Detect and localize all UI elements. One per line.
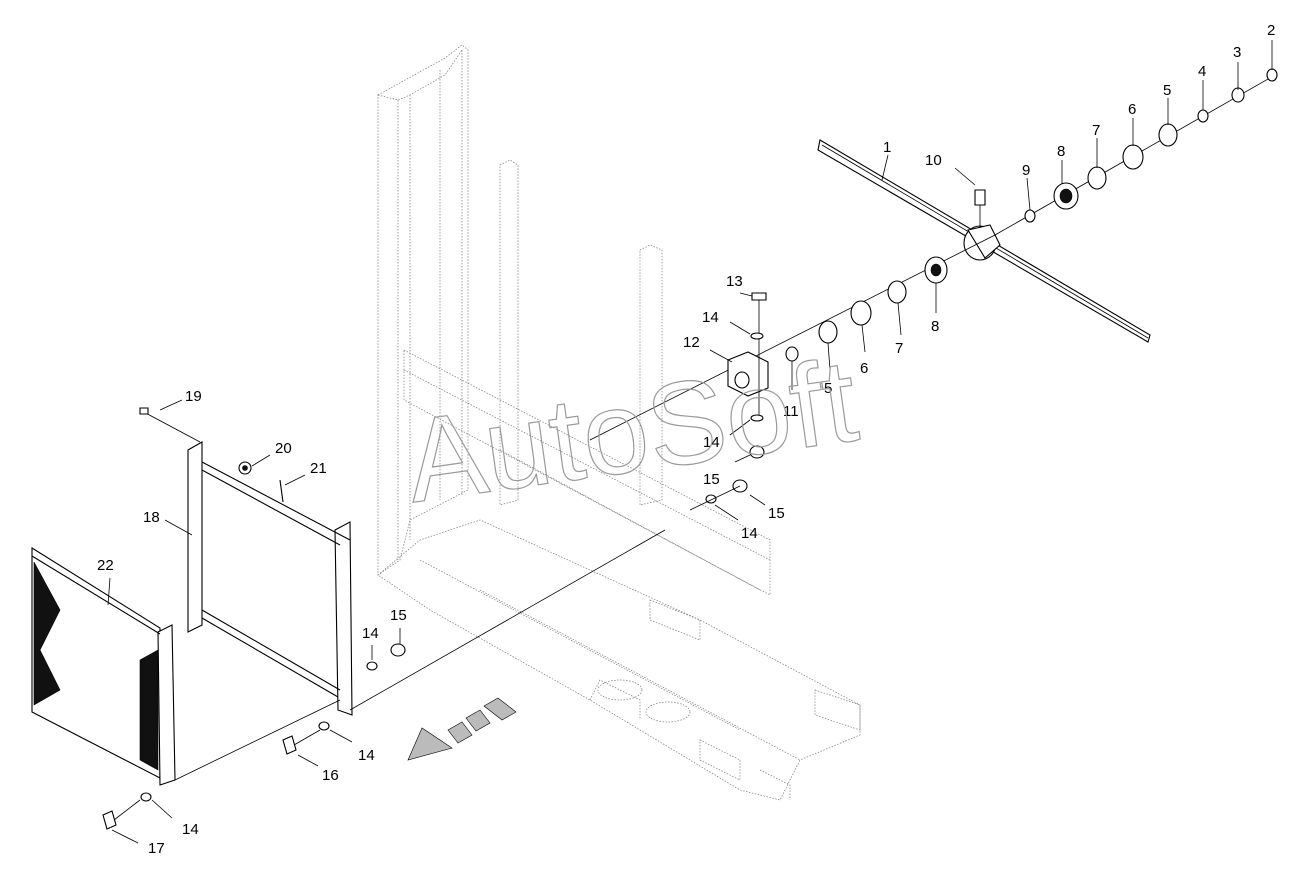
- washer-14-top: [750, 332, 764, 340]
- callout-11: 11: [783, 403, 799, 420]
- lower-fasteners: [102, 529, 666, 830]
- callout-14-bolt17: 14: [182, 821, 199, 838]
- ring-4: [1197, 109, 1209, 123]
- cooler-core: [31, 547, 341, 786]
- ring-5-upper: [1158, 123, 1178, 147]
- callout-2: 2: [1267, 22, 1275, 39]
- bracket-assembly: [689, 292, 769, 511]
- nut-15-mid: [749, 445, 765, 459]
- main-frame: [377, 44, 861, 801]
- callout-7-lower: 7: [895, 340, 903, 357]
- watermark-text: AutoSoft: [398, 334, 865, 528]
- ring-6-upper: [1122, 144, 1144, 170]
- bolt-16: [282, 735, 297, 755]
- ring-6-lower: [850, 300, 872, 326]
- ring-9: [1024, 209, 1036, 223]
- ring-7-upper: [1087, 166, 1107, 190]
- ring-2: [1266, 68, 1278, 82]
- pin-21: [279, 479, 284, 503]
- callout-6-upper: 6: [1128, 101, 1136, 118]
- washer-14-mid: [750, 414, 764, 422]
- direction-arrow: [407, 697, 517, 761]
- callout-7-upper: 7: [1092, 122, 1100, 139]
- bearing-and-ring-stack: [589, 68, 1278, 441]
- callout-16: 16: [322, 767, 339, 784]
- leader-lines: [107, 40, 1273, 844]
- callout-14-top: 14: [702, 309, 719, 326]
- bolt-13: [751, 292, 767, 301]
- callout-22: 22: [97, 557, 114, 574]
- callout-12: 12: [683, 334, 700, 351]
- callout-8-lower: 8: [931, 318, 939, 335]
- callout-21: 21: [310, 460, 327, 477]
- callout-14-mid: 14: [703, 434, 720, 451]
- callout-15-mid: 15: [703, 471, 720, 488]
- frame-right-upright: [334, 521, 353, 716]
- ring-3: [1231, 87, 1245, 103]
- pin-19: [139, 407, 149, 415]
- callout-20: 20: [275, 440, 292, 457]
- washer-14-bolt17: [140, 792, 152, 802]
- mount-frame-assembly: [139, 407, 406, 716]
- callout-15-frame: 15: [390, 607, 407, 624]
- callout-13: 13: [726, 273, 743, 290]
- callout-1: 1: [883, 139, 891, 156]
- nut-15-frame: [390, 643, 406, 657]
- callout-labels: 1 2 3 4 5 6 7 8 9 10 8 7 6 5 11 12 13 14…: [97, 22, 1275, 857]
- callout-4: 4: [1198, 63, 1206, 80]
- callout-9: 9: [1022, 162, 1030, 179]
- callout-5-lower: 5: [824, 380, 832, 397]
- callout-19: 19: [185, 388, 202, 405]
- washer-14-frame: [366, 661, 378, 671]
- washer-14-bolt16: [318, 721, 330, 731]
- callout-17: 17: [148, 840, 165, 857]
- callout-10: 10: [925, 152, 942, 169]
- bolt-17: [102, 810, 117, 830]
- callout-18: 18: [143, 509, 160, 526]
- callout-14-frame: 14: [362, 625, 379, 642]
- callout-14-lower: 14: [741, 525, 758, 542]
- callout-14-bolt16: 14: [358, 747, 375, 764]
- grease-fitting: [974, 189, 986, 206]
- ring-7-lower: [887, 280, 907, 304]
- callout-3: 3: [1233, 44, 1241, 61]
- callout-8-upper: 8: [1057, 143, 1065, 160]
- callout-6-lower: 6: [860, 360, 868, 377]
- frame-left-upright: [187, 441, 203, 633]
- callout-5-upper: 5: [1163, 82, 1171, 99]
- callout-15-lower: 15: [768, 505, 785, 522]
